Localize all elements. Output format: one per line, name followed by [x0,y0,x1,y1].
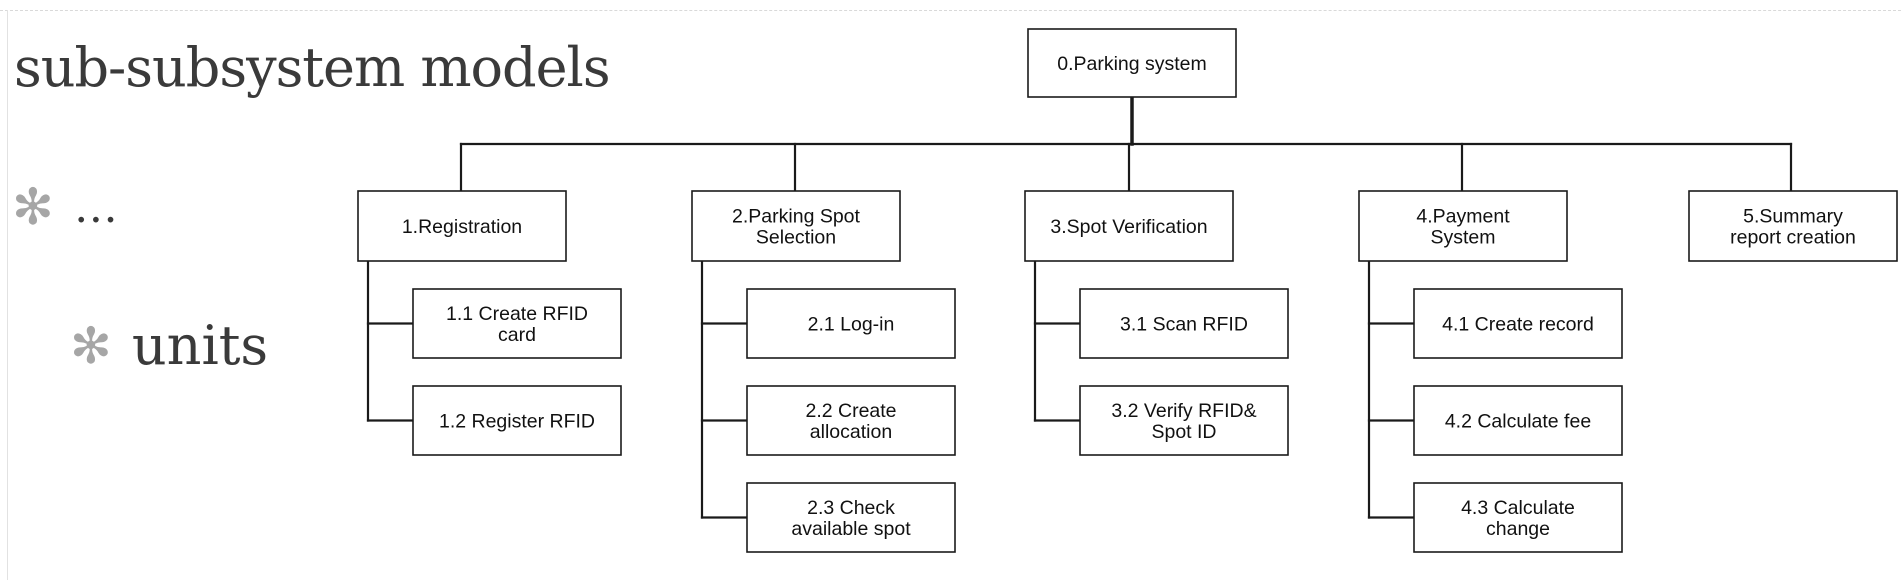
node-label: 4.3 Calculate [1461,497,1575,519]
node-box [1024,190,1234,262]
node-4-2: 4.2 Calculate fee [1413,385,1623,456]
node-label: 0.Parking system [1057,53,1207,75]
bullet-level-1: ✻ … [12,178,120,236]
node-label: report creation [1730,227,1856,249]
node-3: 3.Spot Verification [1024,190,1234,262]
node-box [691,190,901,262]
node-box [1079,288,1289,359]
node-label: 1.2 Register RFID [439,411,595,433]
diagram-connectors [366,95,1793,519]
slide-frame-top-border [0,10,1901,11]
node-label: 4.1 Create record [1442,314,1594,336]
node-box [1413,482,1623,553]
node-box [1688,190,1898,262]
bullet-text: units [131,314,269,377]
slide-title: sub-subsystem models [14,36,611,99]
node-box [357,190,567,262]
node-label: 1.1 Create RFID [446,303,588,325]
slide-frame-left-border [7,10,8,580]
node-label: allocation [810,421,892,443]
node-box [1027,28,1237,98]
node-box [1413,288,1623,359]
node-root: 0.Parking system [1027,28,1237,98]
asterisk-bullet-icon: ✻ [12,178,54,236]
node-2-1: 2.1 Log-in [746,288,956,359]
node-label: 1.Registration [402,216,522,238]
node-box [746,288,956,359]
node-label: 2.2 Create [805,400,896,422]
node-box [1413,385,1623,456]
node-label: 2.1 Log-in [808,314,895,336]
node-label: 4.2 Calculate fee [1445,411,1591,433]
node-label: System [1430,227,1495,249]
node-3-2: 3.2 Verify RFID&Spot ID [1079,385,1289,456]
node-4-1: 4.1 Create record [1413,288,1623,359]
node-label: available spot [791,518,911,540]
node-label: Spot ID [1151,421,1216,443]
node-box [746,385,956,456]
node-label: change [1486,518,1550,540]
node-label: card [498,324,536,346]
node-3-1: 3.1 Scan RFID [1079,288,1289,359]
node-label: 3.Spot Verification [1050,216,1207,238]
node-1: 1.Registration [357,190,567,262]
node-box [412,385,622,456]
node-label: 3.2 Verify RFID& [1111,400,1256,422]
bullet-level-2: ✻ units [70,314,268,377]
node-label: Selection [756,227,836,249]
bullet-text: … [73,181,120,233]
node-box [412,288,622,359]
node-label: 3.1 Scan RFID [1120,314,1248,336]
node-label: 4.Payment [1416,206,1510,228]
diagram-nodes: 0.Parking system 1.Registration 1.1 Create… [357,28,1898,553]
node-1-2: 1.2 Register RFID [412,385,622,456]
node-label: 2.3 Check [807,497,895,519]
node-label: 2.Parking Spot [732,206,860,228]
node-box [746,482,956,553]
node-label: 5.Summary [1743,206,1843,228]
asterisk-bullet-icon: ✻ [70,316,112,375]
node-box [1079,385,1289,456]
node-box [1358,190,1568,262]
